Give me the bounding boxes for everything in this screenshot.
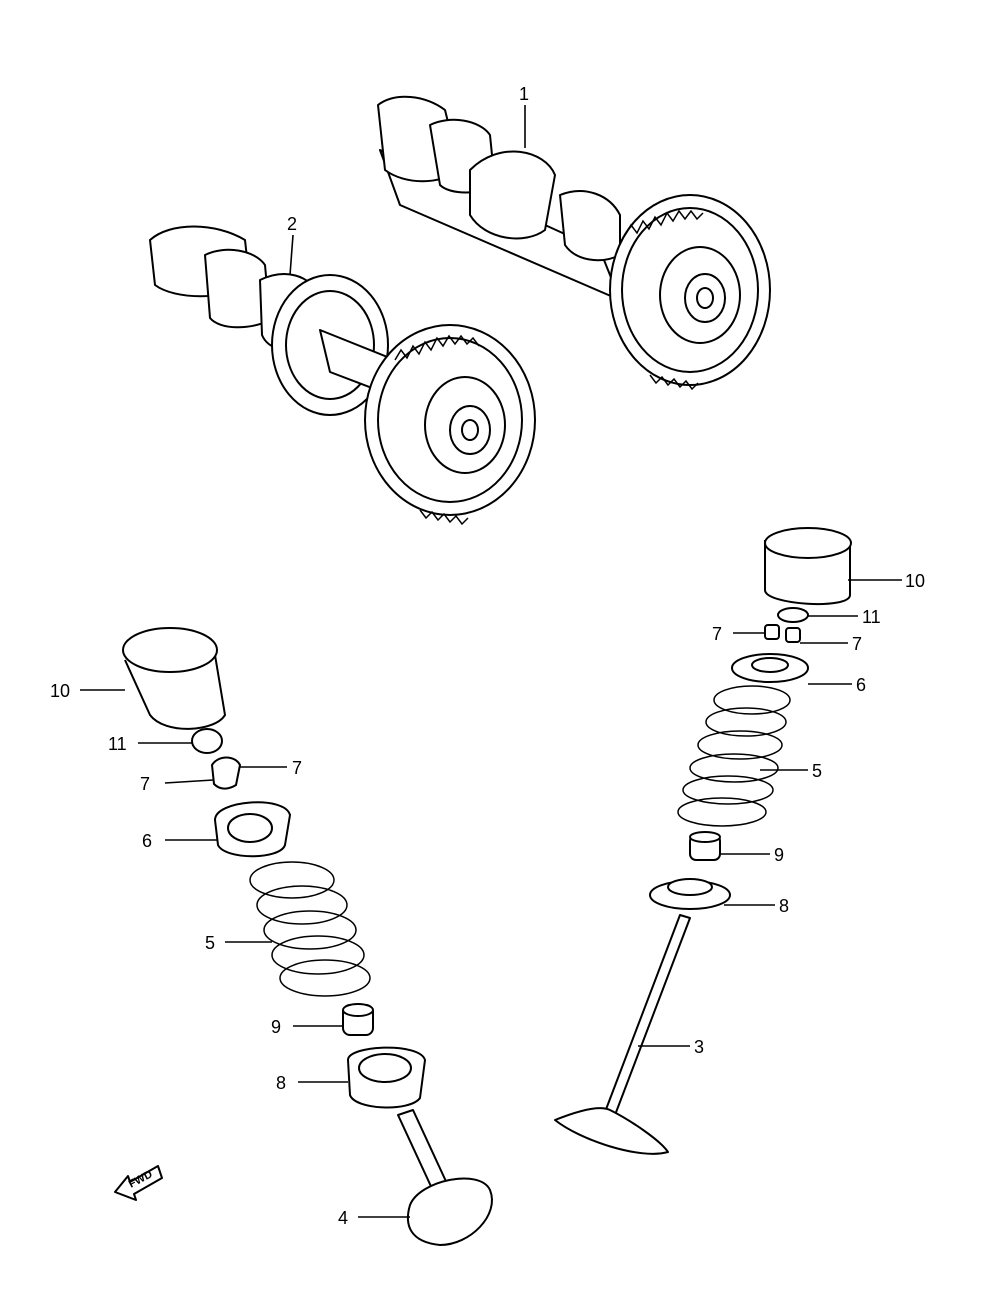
callout-7-right-a: 7 — [712, 624, 722, 644]
callout-6-left: 6 — [142, 831, 152, 851]
callout-3: 3 — [694, 1037, 704, 1057]
callout-leaders — [80, 105, 902, 1218]
callout-9-left: 9 — [271, 1017, 281, 1037]
callout-6-right: 6 — [856, 675, 866, 695]
callout-7-left-a: 7 — [140, 774, 150, 794]
camshaft-1 — [377, 95, 771, 391]
callout-4: 4 — [338, 1208, 348, 1228]
camshaft-2 — [149, 225, 536, 526]
callout-1: 1 — [519, 84, 529, 104]
callout-9-right: 9 — [774, 845, 784, 865]
fwd-direction-marker: FWD — [114, 1165, 163, 1201]
callout-11-left: 11 — [108, 734, 127, 754]
left-valve-spring — [249, 861, 371, 997]
left-valve-assembly — [122, 627, 493, 1246]
callout-10-right: 10 — [905, 571, 925, 591]
callout-7-right-b: 7 — [852, 634, 862, 654]
callout-11-right: 11 — [862, 607, 881, 627]
callout-7-left-b: 7 — [292, 758, 302, 778]
callout-numbers: 1 2 10 11 7 7 6 5 9 8 3 10 11 7 7 6 5 9 … — [50, 84, 925, 1228]
callout-2: 2 — [287, 214, 297, 234]
callout-8-left: 8 — [276, 1073, 286, 1093]
right-valve-spring — [677, 685, 791, 827]
callout-5-right: 5 — [812, 761, 822, 781]
callout-10-left: 10 — [50, 681, 70, 701]
right-valve-assembly — [554, 527, 852, 1155]
forward-arrow-icon — [114, 1165, 163, 1201]
callout-5-left: 5 — [205, 933, 215, 953]
callout-8-right: 8 — [779, 896, 789, 916]
